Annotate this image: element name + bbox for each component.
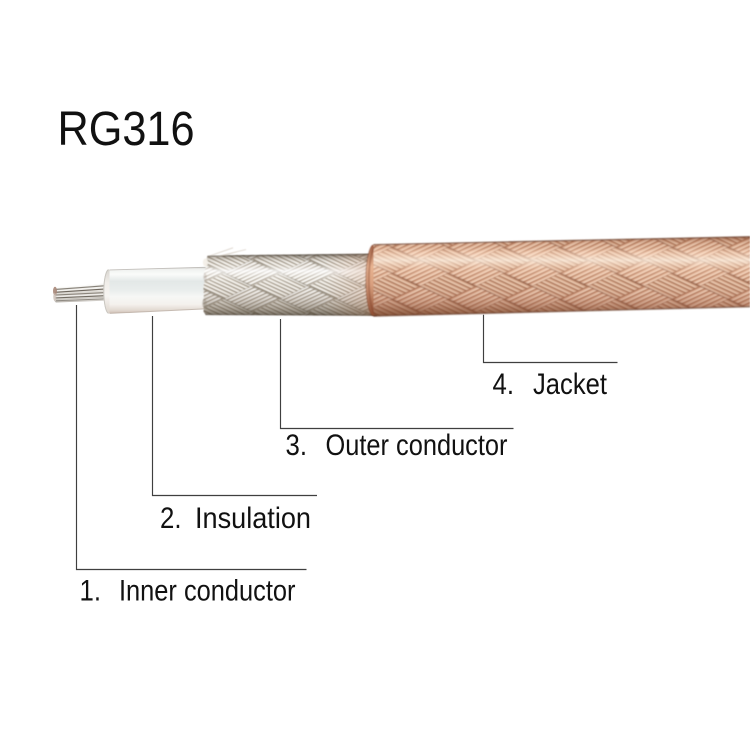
svg-text:3.Outer conductor: 3.Outer conductor: [286, 429, 508, 462]
svg-text:4.Jacket: 4.Jacket: [493, 368, 608, 401]
svg-text:1.Inner conductor: 1.Inner conductor: [80, 575, 296, 608]
svg-text:RG316: RG316: [58, 102, 195, 156]
svg-text:2.Insulation: 2.Insulation: [160, 502, 311, 535]
